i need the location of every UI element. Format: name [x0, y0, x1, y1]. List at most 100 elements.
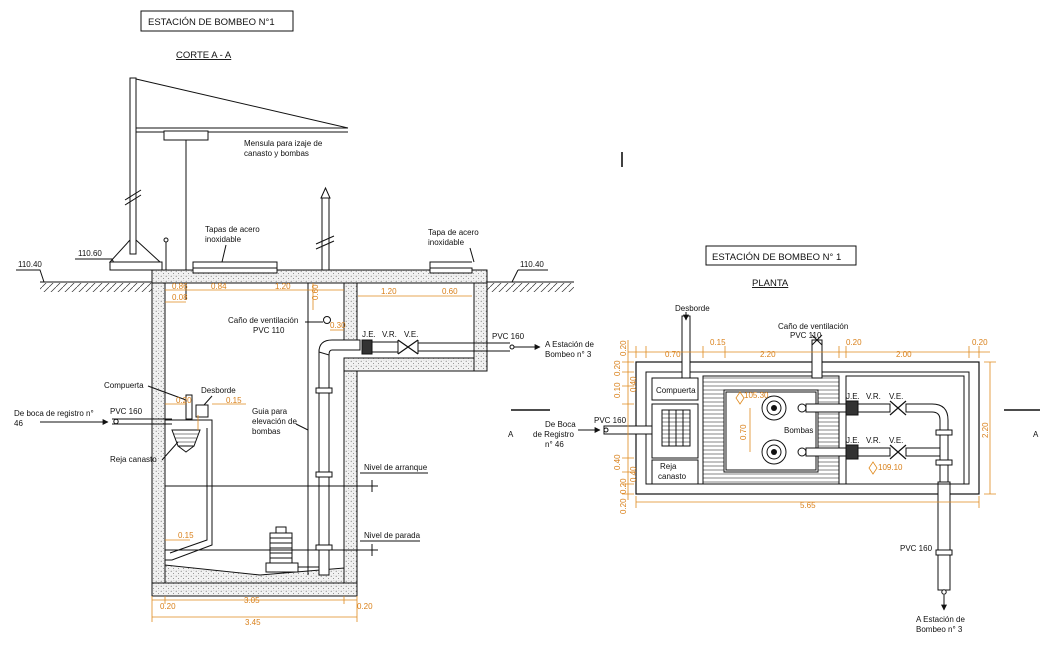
a-estacion-1: A Estación de	[545, 340, 594, 349]
svg-text:0.08: 0.08	[172, 293, 188, 302]
svg-text:0.15: 0.15	[226, 396, 242, 405]
right-cover	[429, 267, 473, 274]
vr-label: V.R.	[382, 330, 397, 339]
guia-label-2: elevación de	[252, 417, 297, 426]
svg-text:0.20: 0.20	[613, 360, 622, 376]
plan-subtitle: PLANTA	[752, 278, 789, 289]
valve-chamber	[845, 375, 965, 485]
level-105: 105.30	[744, 391, 769, 400]
vr-plan-1: V.R.	[866, 392, 881, 401]
svg-text:0.60: 0.60	[442, 287, 458, 296]
je-joint	[361, 339, 373, 355]
level-crane: 110.60	[78, 249, 102, 258]
de-boca-plan-2: de Registro	[533, 430, 574, 439]
svg-text:2.20: 2.20	[981, 422, 990, 438]
reja-label-box	[651, 459, 699, 485]
vent-plan	[811, 339, 823, 379]
ve-plan-2: V.E.	[889, 436, 903, 445]
svg-text:0.15: 0.15	[178, 531, 194, 540]
svg-text:0.20: 0.20	[619, 478, 628, 494]
reja-label: Reja canasto	[110, 455, 157, 464]
de-boca-2: 46	[14, 419, 23, 428]
section-subtitle: CORTE A - A	[176, 50, 232, 61]
ve-valve-1	[889, 400, 907, 416]
compuerta-plan-label: Compuerta	[656, 386, 696, 395]
mensula-label-1: Mensula para izaje de	[244, 139, 323, 148]
discharge-riser	[307, 283, 361, 576]
ground-hatch-right	[487, 283, 574, 292]
svg-text:0.84: 0.84	[211, 282, 227, 291]
section-a-right: A	[1033, 430, 1039, 439]
guia-label-1: Guia para	[252, 407, 288, 416]
lifting-bracket	[108, 77, 349, 300]
valve-chamber-wall	[473, 282, 488, 372]
cano-label-2: PVC 110	[253, 326, 285, 335]
vent-outlet	[323, 316, 331, 324]
plan-dimensions: 0.20 0.70 0.15 2.20 0.20 2.00 0.20 0.20 …	[613, 338, 996, 514]
section-a-left: A	[508, 430, 514, 439]
svg-text:0.20: 0.20	[619, 498, 628, 514]
svg-text:3.05: 3.05	[244, 596, 260, 605]
section-title-box	[140, 10, 294, 32]
svg-text:1.20: 1.20	[381, 287, 397, 296]
pvc-out-label: PVC 160	[492, 332, 525, 341]
bombas-label: Bombas	[784, 426, 813, 435]
svg-text:3.45: 3.45	[245, 618, 261, 627]
svg-text:1.20: 1.20	[275, 282, 291, 291]
compuerta-compartment	[651, 377, 699, 401]
wet-well-slope	[702, 375, 840, 485]
plan-title-box	[705, 245, 857, 266]
reja-plan-label-1: Reja	[660, 462, 677, 471]
cano-plan-2: PVC 110	[790, 331, 822, 340]
plan-view: ESTACIÓN DE BOMBEO N° 1 PLANTA A A Compu…	[508, 245, 1040, 634]
bottom-slab	[151, 582, 358, 597]
desborde-box	[195, 404, 209, 418]
tapas-left-1: Tapas de acero	[205, 225, 260, 234]
plan-title: ESTACIÓN DE BOMBEO N° 1	[712, 252, 841, 263]
nivel-arranque-label: Nivel de arranque	[364, 463, 428, 472]
level-outer: 110.40	[18, 260, 42, 269]
cano-label-1: Caño de ventilación	[228, 316, 298, 325]
reja-plan-label-2: canasto	[658, 472, 687, 481]
cano-plan-1: Caño de ventilación	[778, 322, 848, 331]
svg-text:0.20: 0.20	[160, 602, 176, 611]
svg-text:0.70: 0.70	[665, 350, 681, 359]
de-boca-plan-1: De Boca	[545, 420, 576, 429]
tapa-right-2: inoxidable	[428, 238, 465, 247]
svg-text:0.15: 0.15	[710, 338, 726, 347]
svg-text:0.20: 0.20	[176, 396, 192, 405]
sloped-floor	[164, 564, 345, 584]
pvc-in-plan: PVC 160	[594, 416, 627, 425]
tapa-right-1: Tapa de acero	[428, 228, 479, 237]
svg-text:0.70: 0.70	[739, 424, 748, 440]
level-right: 110.40	[520, 260, 544, 269]
je-plan-1: J.E.	[846, 392, 860, 401]
je-label: J.E.	[362, 330, 376, 339]
svg-text:0.20: 0.20	[357, 602, 373, 611]
nivel-parada-label: Nivel de parada	[364, 531, 421, 540]
section-dimensions: 0.86 0.08 0.84 1.20 0.60 1.20 0.60 0.30 …	[151, 282, 472, 627]
ve-valve-2	[889, 444, 907, 460]
svg-text:0.30: 0.30	[330, 321, 346, 330]
svg-text:0.20: 0.20	[619, 340, 628, 356]
desborde-label: Desborde	[201, 386, 236, 395]
svg-text:5.65: 5.65	[800, 501, 816, 510]
vent-stack	[315, 186, 335, 278]
je-joint-1	[845, 400, 859, 416]
vr-plan-2: V.R.	[866, 436, 881, 445]
de-boca-1: De boca de registro n°	[14, 409, 94, 418]
svg-text:0.20: 0.20	[846, 338, 862, 347]
compuerta-label: Compuerta	[104, 381, 144, 390]
tapas-left-2: inoxidable	[205, 235, 242, 244]
left-wall	[151, 282, 166, 597]
compuerta-gate	[185, 394, 193, 420]
svg-text:0.10: 0.10	[613, 382, 622, 398]
ve-valve	[397, 339, 419, 355]
mensula-label-2: canasto y bombas	[244, 149, 309, 158]
a-estacion-plan-2: Bombeo n° 3	[916, 625, 963, 634]
section-title: ESTACIÓN DE BOMBEO N°1	[148, 17, 275, 28]
svg-text:2.20: 2.20	[760, 350, 776, 359]
ve-label: V.E.	[404, 330, 418, 339]
section-view: ESTACIÓN DE BOMBEO N°1 CORTE A - A 110.4…	[14, 10, 594, 627]
